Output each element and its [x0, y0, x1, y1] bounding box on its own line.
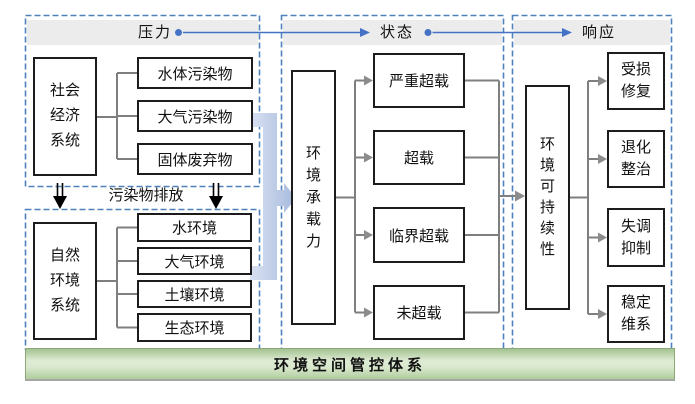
arrow-to-response-icon — [562, 28, 572, 37]
sustainability-to-responses-connector — [570, 76, 607, 319]
water-pollutant-box: 水体污染物 — [137, 57, 253, 89]
imbalance-suppression-box: 失调抑制 — [607, 208, 665, 267]
down-arrow-left-icon — [53, 183, 67, 209]
air-pollutant-label: 大气污染物 — [157, 109, 233, 126]
socioeconomic-system-label: 社会经济系统 — [49, 83, 80, 149]
solid-waste-label: 固体废弃物 — [157, 152, 233, 169]
damage-repair-label: 受损修复 — [620, 62, 651, 100]
arrowhead-icon — [598, 154, 607, 164]
water-environment-box: 水环境 — [137, 213, 252, 242]
critical-overload-box: 临界超载 — [373, 207, 465, 263]
state-dot-icon — [424, 29, 432, 36]
capacity-to-states-connector — [336, 75, 373, 318]
combiner-arrow-icon — [250, 113, 296, 280]
natural-environment-system-label: 自然环境系统 — [49, 247, 80, 314]
damage-repair-box: 受损修复 — [607, 52, 665, 110]
sustainability-label: 环境可持续性 — [539, 136, 555, 258]
states-to-sustainability-connector — [465, 79, 525, 314]
arrowhead-icon — [598, 309, 607, 319]
arrowhead-icon — [598, 232, 607, 243]
overload-label: 超载 — [403, 151, 434, 167]
pressure-section-frame — [24, 14, 261, 188]
eco-environment-box: 生态环境 — [137, 313, 252, 342]
eco-environment-label: 生态环境 — [164, 321, 225, 337]
section-frames — [24, 14, 673, 351]
socioeconomic-system-box: 社会经济系统 — [33, 57, 97, 176]
sustainability-box: 环境可持续性 — [525, 85, 570, 310]
arrowhead-icon — [364, 307, 373, 318]
response-label: 响应 — [581, 25, 616, 41]
stability-maintenance-label: 稳定维系 — [620, 295, 651, 333]
control-system-band: 环境空间管控体系 — [25, 348, 675, 381]
pressure-label: 压力 — [137, 25, 172, 41]
imbalance-suppression-label: 失调抑制 — [620, 218, 651, 257]
air-environment-label: 大气环境 — [164, 254, 225, 271]
down-arrow-right-icon — [209, 183, 223, 209]
pollutant-discharge-label: 污染物排放 — [108, 188, 184, 204]
solid-waste-box: 固体废弃物 — [137, 143, 253, 175]
arrowhead-icon — [364, 75, 373, 86]
carrying-capacity-box: 环境承载力 — [291, 70, 336, 325]
state-label: 状态 — [379, 25, 414, 41]
pressure-dot-icon — [175, 29, 182, 36]
control-system-label: 环境空间管控体系 — [273, 357, 426, 374]
critical-overload-label: 临界超载 — [388, 228, 449, 245]
water-environment-label: 水环境 — [171, 221, 217, 237]
degradation-remediation-box: 退化整治 — [607, 130, 665, 188]
stability-maintenance-box: 稳定维系 — [607, 285, 665, 343]
soil-environment-label: 土壤环境 — [164, 287, 225, 304]
air-pollutant-box: 大气污染物 — [137, 100, 253, 132]
arrowhead-icon — [598, 76, 607, 86]
arrowhead-icon — [364, 230, 373, 240]
pressure-group-connector — [97, 72, 137, 160]
carrying-capacity-label: 环境承载力 — [305, 145, 321, 250]
natural-environment-system-box: 自然环境系统 — [33, 222, 97, 340]
severe-overload-label: 严重超载 — [388, 74, 449, 90]
nature-group-connector — [97, 226, 137, 329]
overload-box: 超载 — [373, 130, 465, 185]
water-pollutant-label: 水体污染物 — [157, 66, 233, 83]
soil-environment-box: 土壤环境 — [137, 280, 252, 308]
arrowhead-icon — [364, 152, 373, 163]
arrow-to-state-icon — [360, 28, 370, 37]
severe-overload-box: 严重超载 — [373, 53, 465, 108]
banner-flow-arrows — [175, 28, 572, 37]
degradation-remediation-label: 退化整治 — [620, 140, 651, 178]
not-overload-box: 未超载 — [373, 285, 465, 340]
not-overload-label: 未超载 — [396, 306, 442, 322]
arrowhead-icon — [515, 190, 525, 202]
air-environment-box: 大气环境 — [137, 247, 252, 275]
